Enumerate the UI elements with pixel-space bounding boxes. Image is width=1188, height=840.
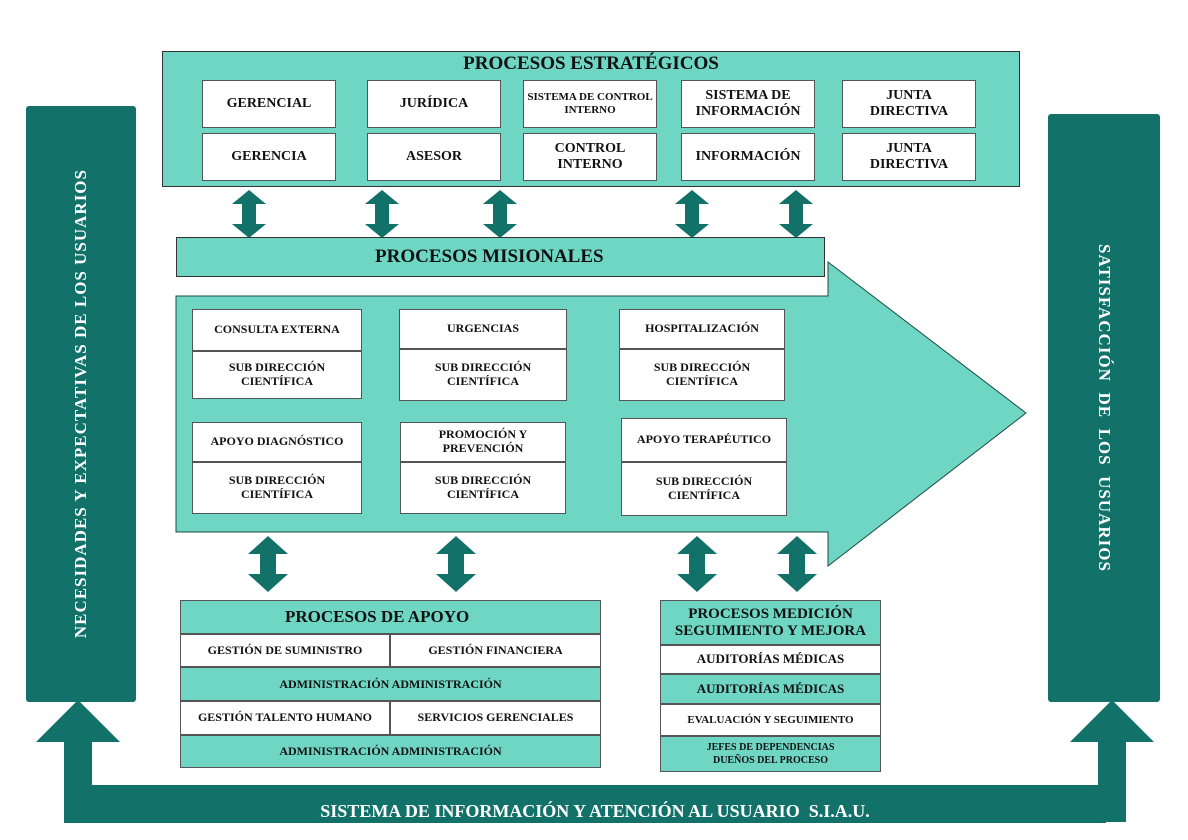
double-arrows-bottom [248, 536, 817, 592]
strategic-processes-title: PROCESOS ESTRATÉGICOS [463, 53, 719, 74]
left-up-arrow-head [36, 700, 120, 742]
strategic-item-bottom: GERENCIA [202, 133, 336, 181]
missional-item-bottom: SUB DIRECCIÓN CIENTÍFICA [400, 462, 566, 514]
strategic-item-top: GERENCIAL [202, 80, 336, 128]
strategic-item-bottom: ASESOR [367, 133, 501, 181]
needs-expectations-label: NECESIDADES Y EXPECTATIVAS DE LOS USUARI… [71, 169, 90, 639]
measurement-processes-title: PROCESOS MEDICIÓN SEGUIMIENTO Y MEJORA [660, 600, 881, 645]
support-item: GESTIÓN TALENTO HUMANO [180, 701, 390, 735]
measurement-item: EVALUACIÓN Y SEGUIMIENTO [660, 704, 881, 736]
support-item: GESTIÓN FINANCIERA [390, 634, 601, 667]
missional-item-top: CONSULTA EXTERNA [192, 309, 362, 351]
missional-item-bottom: SUB DIRECCIÓN CIENTÍFICA [619, 349, 785, 401]
needs-expectations-panel: NECESIDADES Y EXPECTATIVAS DE LOS USUARI… [26, 106, 136, 702]
support-item: GESTIÓN DE SUMINISTRO [180, 634, 390, 667]
strategic-item-bottom: JUNTA DIRECTIVA [842, 133, 976, 181]
measurement-item: AUDITORÍAS MÉDICAS [660, 645, 881, 674]
support-admin-row: ADMINISTRACIÓN ADMINISTRACIÓN [180, 735, 601, 768]
strategic-item-top: SISTEMA DE INFORMACIÓN [681, 80, 815, 128]
siau-label: SISTEMA DE INFORMACIÓN Y ATENCIÓN AL USU… [320, 800, 870, 821]
double-arrows-top [232, 190, 813, 238]
missional-item-top: HOSPITALIZACIÓN [619, 309, 785, 349]
measurement-item: JEFES DE DEPENDENCIAS DUEÑOS DEL PROCESO [660, 736, 881, 772]
user-satisfaction-panel: SATISFACCIÓN DE LOS USUARIOS [1048, 114, 1160, 702]
left-up-arrow-stem [64, 740, 92, 822]
strategic-item-bottom: INFORMACIÓN [681, 133, 815, 181]
measurement-item: AUDITORÍAS MÉDICAS [660, 674, 881, 704]
support-admin-row: ADMINISTRACIÓN ADMINISTRACIÓN [180, 667, 601, 701]
strategic-item-bottom: CONTROL INTERNO [523, 133, 657, 181]
right-up-arrow-head [1070, 700, 1154, 742]
missional-item-top: PROMOCIÓN Y PREVENCIÓN [400, 422, 566, 462]
bottom-bar-shape [64, 785, 1106, 823]
strategic-item-top: JUNTA DIRECTIVA [842, 80, 976, 128]
missional-item-bottom: SUB DIRECCIÓN CIENTÍFICA [192, 351, 362, 399]
support-processes-title: PROCESOS DE APOYO [180, 600, 601, 634]
missional-item-top: APOYO TERAPÉUTICO [621, 418, 787, 462]
strategic-item-top: JURÍDICA [367, 80, 501, 128]
support-item: SERVICIOS GERENCIALES [390, 701, 601, 735]
missional-item-bottom: SUB DIRECCIÓN CIENTÍFICA [192, 462, 362, 514]
user-satisfaction-label: SATISFACCIÓN DE LOS USUARIOS [1095, 244, 1114, 572]
missional-big-arrow [175, 260, 1027, 568]
missional-processes-title: PROCESOS MISIONALES [176, 237, 825, 277]
right-up-arrow-stem [1098, 740, 1126, 822]
missional-item-top: URGENCIAS [399, 309, 567, 349]
missional-item-top: APOYO DIAGNÓSTICO [192, 422, 362, 462]
strategic-item-top: SISTEMA DE CONTROL INTERNO [523, 80, 657, 128]
missional-item-bottom: SUB DIRECCIÓN CIENTÍFICA [621, 462, 787, 516]
missional-item-bottom: SUB DIRECCIÓN CIENTÍFICA [399, 349, 567, 401]
